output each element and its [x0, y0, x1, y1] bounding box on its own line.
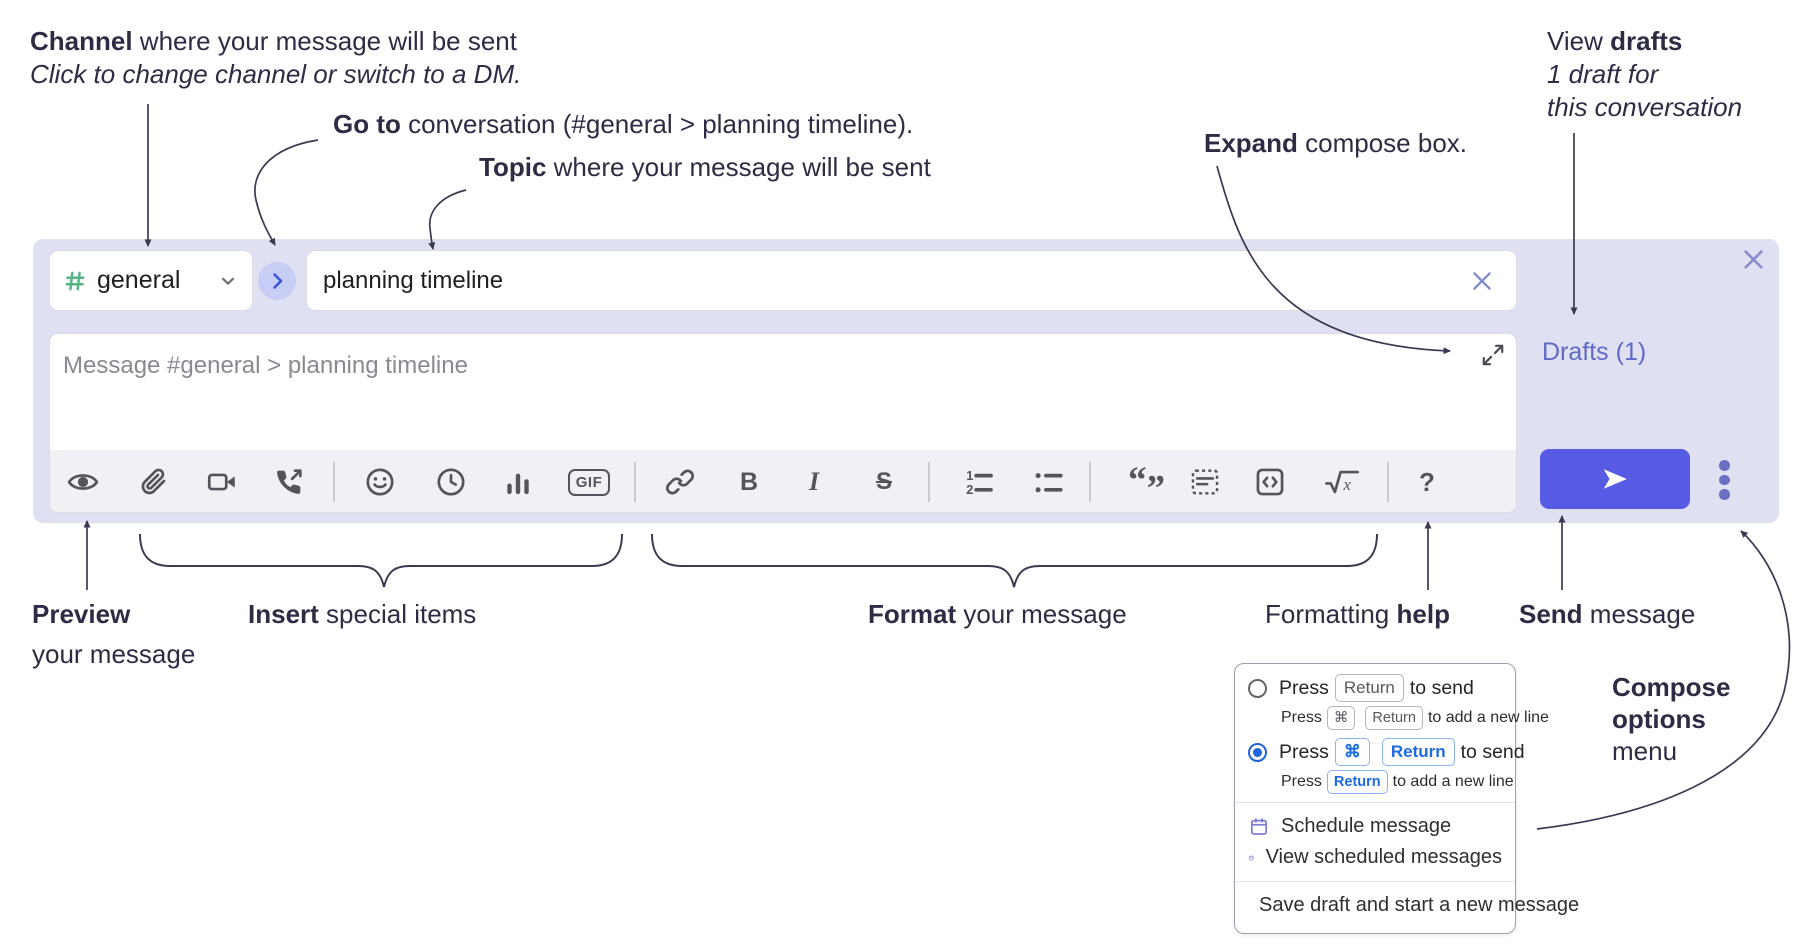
- channel-selector-button[interactable]: general: [49, 250, 253, 311]
- formula-sqrt-icon[interactable]: x: [1322, 465, 1362, 499]
- return-keycap: Return: [1334, 674, 1404, 702]
- calendar-icon: [1250, 817, 1268, 835]
- calendar-grid-icon: [1248, 854, 1254, 860]
- bold-icon[interactable]: B: [739, 467, 759, 496]
- compose-options-kebab-icon[interactable]: [1719, 460, 1730, 500]
- cmd-keycap: ⌘: [1326, 706, 1356, 730]
- annotation-formatting-help: Formatting help: [1265, 599, 1450, 629]
- annotation-compose-options-line2: options: [1612, 704, 1706, 734]
- brace-format-group: [651, 533, 1378, 588]
- close-icon[interactable]: [1740, 246, 1767, 273]
- return-keycap: Return: [1381, 738, 1455, 766]
- formatting-help-icon[interactable]: ?: [1419, 466, 1435, 497]
- annotation-send: Send message: [1519, 599, 1696, 629]
- option-cmd-return-to-send[interactable]: Press ⌘ Return to send: [1248, 738, 1525, 766]
- menu-divider: [1235, 881, 1515, 882]
- message-input[interactable]: Message #general > planning timeline: [49, 333, 1517, 513]
- ordered-list-icon[interactable]: 1 2: [962, 465, 996, 499]
- send-button[interactable]: [1540, 449, 1690, 509]
- toolbar-divider: [333, 462, 335, 502]
- annotation-channel-line2: Click to change channel or switch to a D…: [30, 59, 522, 89]
- toolbar-divider: [1089, 462, 1091, 502]
- channel-name-label: general: [97, 266, 181, 294]
- goto-conversation-button[interactable]: [258, 262, 296, 300]
- strikethrough-icon[interactable]: S: [875, 468, 892, 495]
- annotation-channel: Channel where your message will be sent: [30, 26, 517, 56]
- brace-insert-group: [139, 533, 623, 588]
- preview-eye-icon[interactable]: [66, 465, 100, 499]
- annotation-insert: Insert special items: [248, 599, 477, 629]
- code-block-icon[interactable]: [1188, 465, 1222, 499]
- annotation-view-drafts: View drafts: [1547, 26, 1683, 56]
- cmd-keycap: ⌘: [1334, 738, 1370, 766]
- annotation-preview-line2: your message: [32, 639, 196, 669]
- compose-options-menu: Press Return to send Press ⌘ Return to a…: [1234, 663, 1579, 934]
- toolbar-divider: [928, 462, 930, 502]
- link-icon[interactable]: [663, 465, 697, 499]
- annotation-compose-options-line1: Compose: [1612, 672, 1731, 702]
- menu-item-schedule-message[interactable]: Schedule message: [1248, 811, 1502, 842]
- emoji-icon[interactable]: [363, 465, 397, 499]
- message-placeholder: Message #general > planning timeline: [63, 352, 468, 379]
- annotation-compose-options-line3: menu: [1612, 736, 1678, 766]
- huddle-phone-icon[interactable]: [272, 465, 306, 499]
- annotation-format: Format your message: [868, 599, 1127, 629]
- option-return-to-send[interactable]: Press Return to send: [1248, 674, 1502, 702]
- recent-clock-icon[interactable]: [434, 465, 468, 499]
- connector-goto: [254, 139, 319, 246]
- radio-selected-icon[interactable]: [1248, 742, 1267, 762]
- italic-icon[interactable]: I: [808, 467, 820, 496]
- drafts-link[interactable]: Drafts (1): [1542, 338, 1647, 366]
- annotation-topic: Topic where your message will be sent: [479, 152, 931, 182]
- svg-text:1: 1: [966, 468, 973, 483]
- svg-text:”: ”: [1147, 467, 1165, 499]
- formatting-toolbar: [50, 450, 1516, 512]
- toolbar-divider: [634, 462, 636, 502]
- radio-unselected-icon[interactable]: [1248, 678, 1267, 698]
- svg-text:2: 2: [966, 482, 973, 497]
- annotation-view-drafts-line3: this conversation: [1547, 92, 1743, 122]
- poll-chart-icon[interactable]: [501, 465, 535, 499]
- expand-compose-icon[interactable]: [1480, 342, 1506, 368]
- toolbar-divider: [1387, 462, 1389, 502]
- annotation-view-drafts-line2: 1 draft for: [1547, 59, 1659, 89]
- chevron-right-icon: [273, 273, 283, 289]
- annotation-goto: Go to conversation (#general > planning …: [333, 109, 914, 139]
- svg-text:x: x: [1342, 475, 1351, 494]
- attach-paperclip-icon[interactable]: [136, 465, 170, 499]
- code-icon[interactable]: [1253, 465, 1287, 499]
- clear-topic-icon[interactable]: [1469, 268, 1495, 294]
- option-return-subtext: Press ⌘ Return to add a new line: [1281, 706, 1549, 730]
- topic-input[interactable]: planning timeline: [306, 250, 1517, 311]
- annotation-preview: Preview: [32, 599, 131, 629]
- blockquote-icon[interactable]: “ ”: [1128, 465, 1168, 499]
- svg-text:“: “: [1128, 465, 1146, 499]
- gif-icon[interactable]: GIF: [565, 465, 613, 499]
- menu-item-view-scheduled[interactable]: View scheduled messages: [1248, 842, 1502, 873]
- topic-value: planning timeline: [323, 266, 504, 294]
- option-cmd-return-subtext: Press Return to add a new line: [1281, 770, 1514, 794]
- channel-hash-icon: [65, 271, 85, 290]
- paper-plane-icon: [1603, 469, 1627, 489]
- chevron-down-icon: [221, 277, 235, 285]
- return-keycap: Return: [1326, 770, 1388, 794]
- menu-divider: [1235, 802, 1515, 803]
- annotation-expand: Expand compose box.: [1204, 128, 1468, 158]
- bulleted-list-icon[interactable]: [1031, 465, 1065, 499]
- menu-item-save-draft[interactable]: Save draft and start a new message: [1248, 890, 1579, 921]
- return-keycap: Return: [1365, 706, 1423, 730]
- video-icon[interactable]: [205, 465, 239, 499]
